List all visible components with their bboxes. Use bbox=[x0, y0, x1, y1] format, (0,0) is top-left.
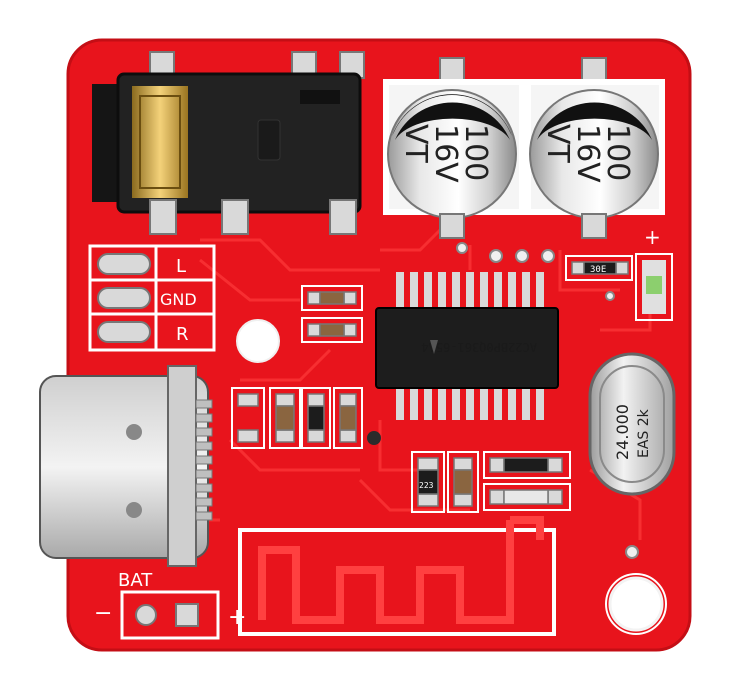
usb-c-port bbox=[39, 365, 213, 567]
crystal-marking: EAS 2k bbox=[636, 408, 652, 458]
audio-jack bbox=[92, 72, 362, 235]
capacitor-2-voltage: 16V bbox=[570, 124, 605, 183]
smd-components: 30E 223 bbox=[231, 255, 633, 513]
capacitor-1: 100 16V VT bbox=[383, 79, 525, 239]
audio-output-pads: L GND R bbox=[88, 244, 216, 352]
pcb-antenna bbox=[238, 516, 556, 636]
capacitor-2: 100 16V VT bbox=[525, 79, 665, 239]
led: + bbox=[635, 225, 673, 321]
crystal-frequency: 24.000 bbox=[613, 404, 632, 460]
label-r: R bbox=[176, 324, 189, 345]
resistor-marking-2: 223 bbox=[419, 481, 434, 490]
crystal: 24.000 EAS 2k bbox=[588, 352, 676, 496]
label-l: L bbox=[176, 256, 186, 277]
chip-marking: AC22BP0Q361-65A4 bbox=[421, 340, 537, 354]
capacitor-1-series: VT bbox=[398, 124, 433, 164]
capacitor-1-voltage: 16V bbox=[428, 124, 463, 183]
label-plus: + bbox=[228, 605, 246, 630]
label-led-plus: + bbox=[644, 225, 661, 249]
vias bbox=[456, 242, 639, 559]
battery-pads: BAT − + bbox=[94, 570, 246, 640]
capacitor-2-series: VT bbox=[540, 124, 575, 164]
mounting-hole-2 bbox=[608, 576, 664, 632]
label-minus: − bbox=[94, 601, 112, 626]
resistor-marking-1: 30E bbox=[590, 265, 606, 275]
capacitor-1-value: 100 bbox=[458, 124, 493, 181]
mounting-hole bbox=[236, 319, 280, 363]
capacitor-2-value: 100 bbox=[600, 124, 635, 181]
ic-chip: AC22BP0Q361-65A4 bbox=[375, 272, 559, 420]
label-bat: BAT bbox=[118, 570, 153, 591]
label-gnd: GND bbox=[160, 290, 197, 309]
